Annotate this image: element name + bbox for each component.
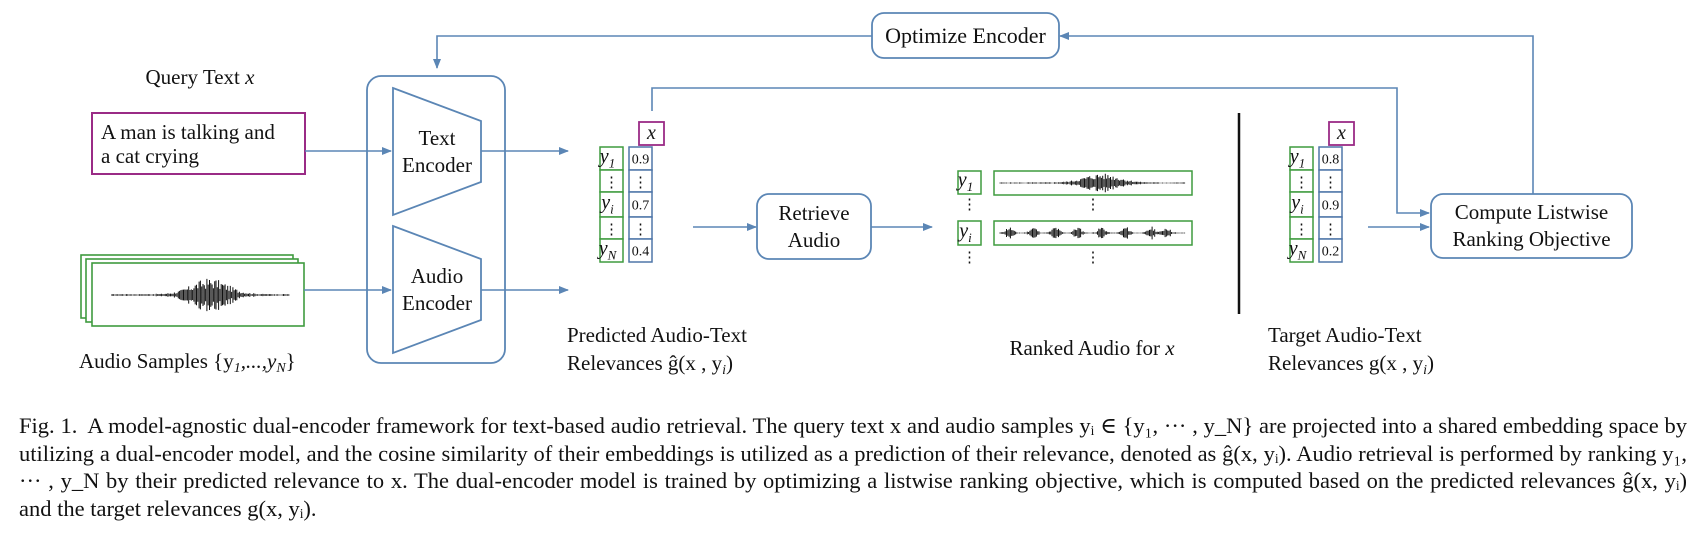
svg-text:yi: yi [957,220,972,245]
query-text-box [91,112,306,175]
caption-label: Fig. 1. [19,413,78,438]
target-row-3: ⋮⋮ [1289,216,1343,240]
svg-text:0.9: 0.9 [1322,199,1340,214]
svg-text:⋮: ⋮ [604,222,619,238]
svg-text:⋮: ⋮ [633,175,648,191]
target-label-line2: Relevances g(x , yi) [1268,351,1434,378]
dual-encoder: Text Encoder Audio Encoder [366,75,506,364]
svg-text:Ranking Objective: Ranking Objective [1452,227,1610,251]
svg-text:x: x [1336,122,1346,144]
svg-text:⋮: ⋮ [1323,222,1338,238]
query-text-group: Query Text x A man is talking and a cat … [91,65,306,175]
ranked-audio: y1⋮⋮yi⋮⋮ Ranked Audio for x [956,169,1193,360]
svg-text:y1: y1 [1288,146,1305,171]
svg-text:0.7: 0.7 [632,199,650,214]
svg-text:yN: yN [597,238,618,263]
predicted-row-0: y1 0.9 [598,146,653,171]
svg-text:Encoder: Encoder [402,291,472,315]
predicted-row-4: yN 0.4 [597,238,653,263]
audio-samples-group: Audio Samples {y1,...,yN} [79,254,305,376]
ranked-dots-2: ⋮⋮ [962,250,1101,266]
query-title: Query Text x [146,65,256,89]
svg-text:⋮: ⋮ [604,175,619,191]
ranked-label: Ranked Audio for x [1009,336,1175,360]
svg-text:Retrieve: Retrieve [778,201,849,225]
svg-text:⋮: ⋮ [1323,175,1338,191]
optimize-to-encoder-arrow [433,35,872,69]
framework-diagram: Optimize Encoder Query Text x A man is t… [79,12,1633,378]
svg-text:0.4: 0.4 [632,245,650,260]
svg-text:⋮: ⋮ [962,250,977,266]
svg-text:0.8: 0.8 [1322,153,1340,168]
predicted-label-line2: Relevances ĝ(x , yi) [567,351,733,378]
query-text-line2: a cat crying [101,144,199,168]
svg-text:⋮: ⋮ [633,222,648,238]
target-label-line1: Target Audio-Text [1268,323,1422,347]
predicted-x-box [638,121,665,146]
target-x-box [1328,121,1355,146]
predicted-label-line1: Predicted Audio-Text [567,323,747,347]
target-row-1: ⋮⋮ [1289,169,1343,193]
svg-text:⋮: ⋮ [1086,197,1101,213]
svg-text:y1: y1 [956,169,973,194]
audio-encoder-trapezoid [392,224,482,355]
svg-text:Audio: Audio [411,264,464,288]
optimize-encoder-box: Optimize Encoder [871,12,1060,59]
query-text-line1: A man is talking and [101,120,275,144]
ranked-row-1: y1 [956,169,1193,196]
svg-text:yi: yi [599,192,614,217]
target-row-0: y1 0.8 [1288,146,1343,171]
input-waveform [111,278,290,312]
svg-text:x: x [646,122,656,144]
target-row-2: yi 0.9 [1289,191,1343,218]
svg-text:Encoder: Encoder [402,153,472,177]
caption-text: A model-agnostic dual-encoder framework … [19,413,1687,521]
compute-objective-box: Compute Listwise Ranking Objective [1430,193,1633,259]
svg-text:y1: y1 [598,146,615,171]
target-row-4: yN 0.2 [1287,238,1343,263]
svg-text:Audio: Audio [788,228,841,252]
x-to-compute-arrow [651,87,1430,217]
feedback-arrows [433,32,1534,217]
text-encoder-trapezoid [392,86,482,217]
optimize-encoder-label: Optimize Encoder [885,23,1046,48]
svg-text:Compute Listwise: Compute Listwise [1455,200,1608,224]
svg-text:yN: yN [1287,238,1308,263]
retrieve-audio-box: Retrieve Audio [756,193,872,260]
predicted-row-1: ⋮⋮ [599,169,653,193]
predicted-row-3: ⋮⋮ [599,216,653,240]
figure-caption: Fig. 1.A model-agnostic dual-encoder fra… [19,412,1687,522]
svg-text:0.2: 0.2 [1322,245,1340,260]
svg-text:⋮: ⋮ [962,197,977,213]
svg-text:⋮: ⋮ [1086,250,1101,266]
svg-text:0.9: 0.9 [632,153,650,168]
svg-text:⋮: ⋮ [1294,175,1309,191]
ranked-row-i: yi [957,220,1193,246]
ranked-dots-1: ⋮⋮ [962,197,1101,213]
svg-text:⋮: ⋮ [1294,222,1309,238]
forward-arrows [304,147,1430,294]
audio-samples-label: Audio Samples {y1,...,yN} [79,349,296,376]
compute-to-optimize-arrow [1059,32,1534,205]
svg-text:yi: yi [1289,192,1304,217]
svg-text:Text: Text [418,126,455,150]
predicted-row-2: yi 0.7 [599,191,653,218]
